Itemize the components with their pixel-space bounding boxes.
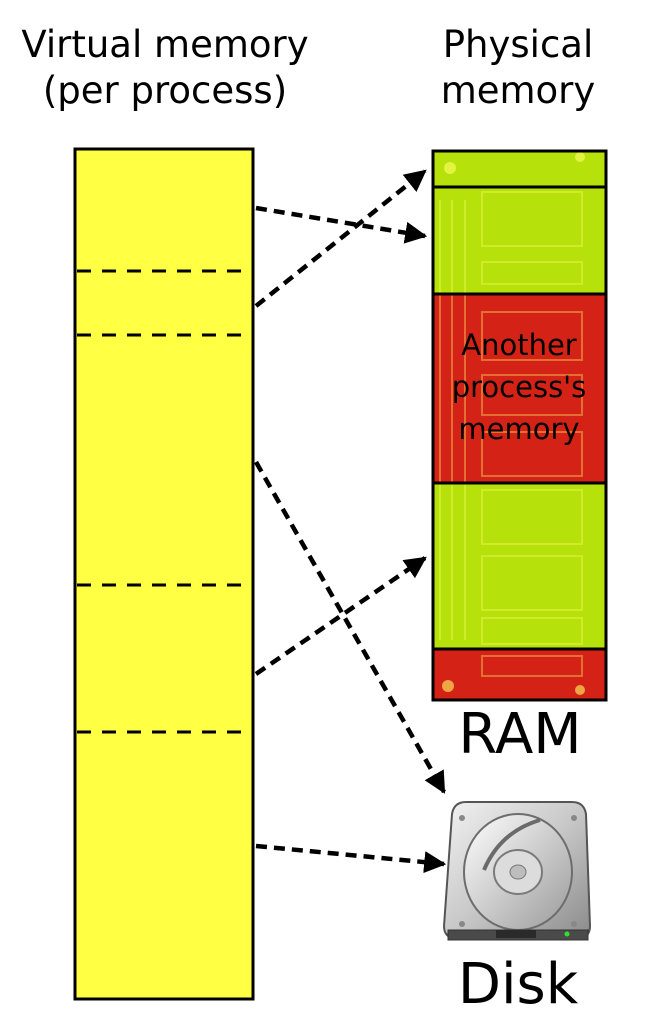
mapping-arrows — [256, 171, 444, 864]
arrow-page2-to-ram-1 — [256, 171, 425, 306]
arrow-page1-to-ram-2 — [256, 208, 425, 236]
hard-disk-icon — [444, 802, 590, 940]
disk-label: Disk — [418, 955, 618, 1015]
other-process-label-line-3: memory — [436, 408, 602, 450]
other-process-memory-label: Another process's memory — [436, 324, 602, 450]
arrow-page5-to-disk — [256, 846, 444, 864]
other-process-label-line-1: Another — [436, 324, 602, 366]
virtual-memory-column — [75, 149, 253, 999]
ram-segment-own-3 — [433, 483, 606, 649]
ram-label: RAM — [420, 705, 620, 765]
arrow-page4-to-ram-4 — [256, 558, 425, 674]
virtual-memory-block — [75, 149, 253, 999]
other-process-label-line-2: process's — [436, 366, 602, 408]
arrow-page3-to-disk — [256, 462, 444, 792]
ram-segment-own-2 — [433, 187, 606, 294]
